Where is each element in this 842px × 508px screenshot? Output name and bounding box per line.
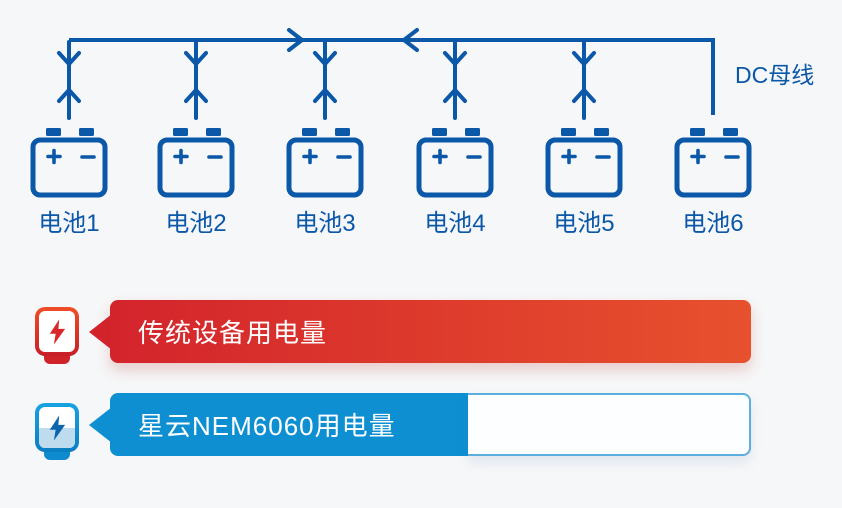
bus-arrow-left-icon [402,28,419,52]
battery-icon-5 [548,128,620,195]
power-level-fill [39,427,75,448]
nebula-usage-bar-remainder [468,393,751,456]
battery-label-1: 电池1 [38,210,99,237]
power-meter-blue-frame [35,403,79,452]
power-meter-red-base [44,355,70,364]
dc-bus-diagram: 电池1 电池2 电池3 电池4 电池5 电池6 DC母线 [0,28,814,237]
power-meter-red-icon [35,307,79,364]
traditional-usage-label: 传统设备用电量 [138,318,328,348]
power-meter-blue-screen [39,407,75,448]
battery-icon-3 [289,128,361,195]
battery-label-5: 电池5 [553,210,614,237]
power-meter-red-screen [39,311,75,352]
lightning-bolt-icon [49,318,66,345]
battery-icon-4 [419,128,491,195]
battery-connector-4 [443,40,467,120]
battery-icon-1 [33,128,105,195]
battery-label-2: 电池2 [165,210,226,237]
power-meter-blue-icon [35,403,79,460]
battery-icon-2 [160,128,232,195]
blue-bar-tail-icon [89,407,112,443]
battery-label-6: 电池6 [682,210,743,237]
battery-label-4: 电池4 [424,210,485,237]
battery-connector-5 [572,40,596,120]
lightning-bolt-icon [49,414,66,441]
battery-connector-3 [313,40,337,120]
dc-bus-line [69,38,715,115]
battery-connector-2 [184,40,208,120]
nebula-usage-bar-fill: 星云NEM6060用电量 [110,393,468,456]
dc-bus-label: DC母线 [735,62,814,88]
battery-label-3: 电池3 [294,210,355,237]
nebula-usage-label: 星云NEM6060用电量 [138,411,396,441]
red-bar-tail-icon [89,314,112,350]
bus-arrow-right-icon [287,28,304,52]
power-meter-blue-base [44,451,70,460]
battery-icon-6 [677,128,749,195]
battery-connector-1 [57,40,81,120]
power-meter-red-frame [35,307,79,356]
traditional-usage-bar: 传统设备用电量 [110,300,751,363]
